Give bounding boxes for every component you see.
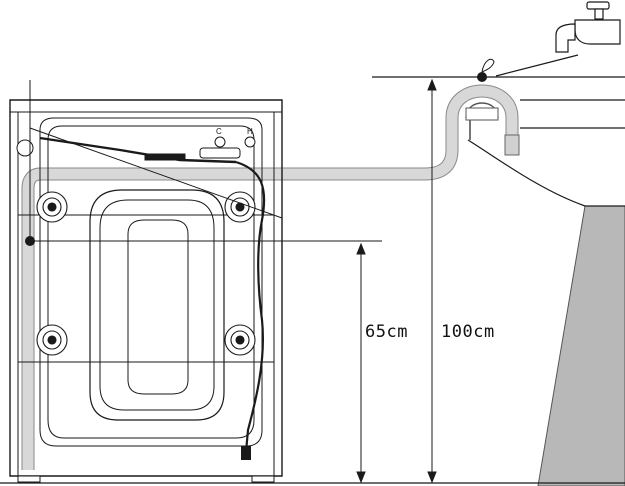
water-inlet-connectors xyxy=(16,136,256,164)
hose-hook xyxy=(445,84,520,156)
panel-letter-c: C xyxy=(216,127,222,136)
power-plug xyxy=(241,446,251,460)
sink-basin xyxy=(372,76,625,207)
hose-clip-icon xyxy=(477,58,495,82)
drain-hose xyxy=(21,118,459,470)
wall-block xyxy=(537,205,625,486)
dimension-arrow-65 xyxy=(356,242,366,484)
transport-bolt-top-left xyxy=(36,191,68,223)
faucet-icon xyxy=(495,1,621,77)
panel-letter-h: H xyxy=(247,127,253,136)
transport-bolt-top-right xyxy=(224,191,256,223)
transport-bolt-bottom-right xyxy=(224,324,256,356)
power-cable xyxy=(235,160,266,453)
height-label-65cm: 65cm xyxy=(365,322,408,342)
reference-diagonal xyxy=(29,127,283,219)
transport-bolt-bottom-left xyxy=(36,324,68,356)
height-label-100cm: 100cm xyxy=(441,322,495,342)
dimension-arrow-100 xyxy=(427,78,437,484)
